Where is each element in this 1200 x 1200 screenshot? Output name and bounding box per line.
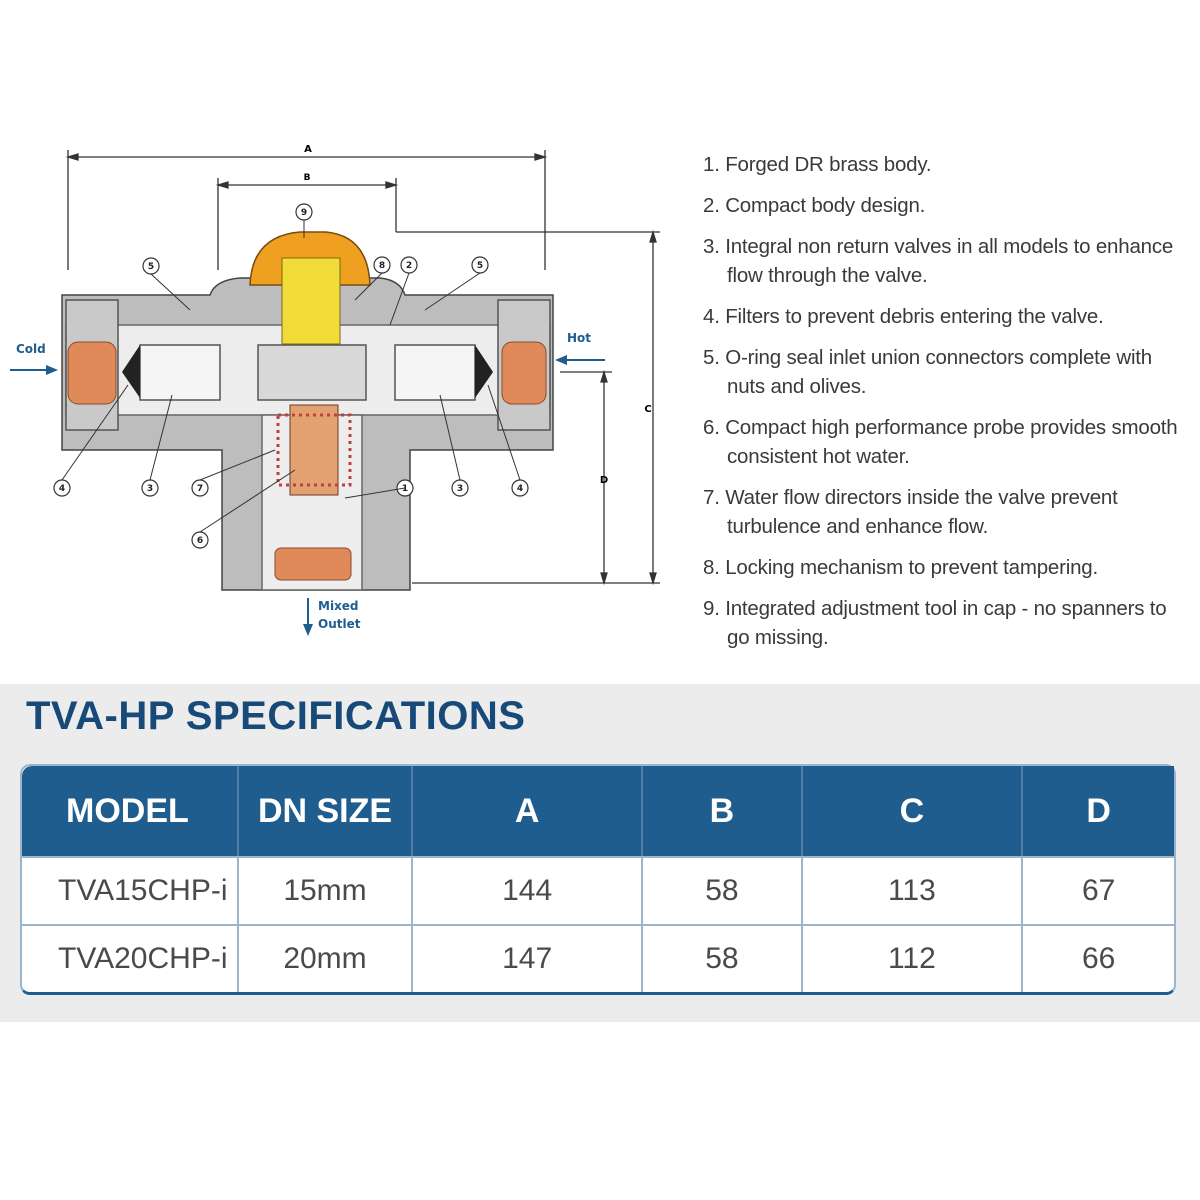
header-model: MODEL <box>22 766 239 856</box>
dimension-b <box>215 178 399 270</box>
feature-item: 6. Compact high performance probe provid… <box>703 416 1178 468</box>
callout-6: 6 <box>197 536 203 546</box>
callout-leaders <box>61 220 521 533</box>
feature-item: 8. Locking mechanism to prevent tamperin… <box>703 556 1098 579</box>
header-dn-size: DN SIZE <box>239 766 413 856</box>
callout-numbers: 9 5 8 2 5 4 3 7 1 3 4 6 <box>59 208 523 546</box>
filter-left <box>122 345 140 398</box>
feature-item: 2. Compact body design. <box>703 194 926 217</box>
callout-8: 8 <box>379 261 385 271</box>
cell-d: 67 <box>1023 856 1174 924</box>
feature-item: 5. O-ring seal inlet union connectors co… <box>703 346 1153 398</box>
feature-list: 1. Forged DR brass body. 2. Compact body… <box>703 150 1193 664</box>
copper-inlet-right <box>501 341 547 405</box>
cell-c: 113 <box>802 856 1024 924</box>
cell-dn-size: 15mm <box>239 856 413 924</box>
callout-markers <box>53 203 529 549</box>
mixed-outlet-label-2: Outlet <box>318 617 361 631</box>
callout-9: 9 <box>301 208 307 218</box>
dimension-label-b: B <box>304 173 311 183</box>
dimension-label-d: D <box>600 475 608 486</box>
feature-item: 3. Integral non return valves in all mod… <box>703 235 1174 287</box>
cell-b: 58 <box>643 924 803 992</box>
probe <box>289 404 339 496</box>
header-c: C <box>802 766 1024 856</box>
flow-arrows <box>10 355 605 636</box>
dimension-d <box>560 369 612 586</box>
cold-label: Cold <box>16 342 46 356</box>
callout-1: 1 <box>402 484 408 494</box>
specs-title: TVA-HP SPECIFICATIONS <box>26 694 526 738</box>
callout-4-left: 4 <box>59 484 65 494</box>
valve-cross-section-diagram: A B C D <box>10 144 660 636</box>
cell-model: TVA20CHP-i <box>22 924 239 992</box>
filter-right <box>475 345 493 398</box>
callout-5-right: 5 <box>477 261 483 271</box>
header-a: A <box>413 766 644 856</box>
cell-c: 112 <box>802 924 1024 992</box>
callout-4-right: 4 <box>517 484 523 494</box>
table-row: TVA15CHP-i 15mm 144 58 113 67 <box>22 856 1174 924</box>
dimension-label-a: A <box>304 144 312 155</box>
cell-model: TVA15CHP-i <box>22 856 239 924</box>
feature-item: 9. Integrated adjustment tool in cap - n… <box>703 597 1167 649</box>
copper-outlet <box>274 547 352 581</box>
cell-d: 66 <box>1023 924 1174 992</box>
cell-b: 58 <box>643 856 803 924</box>
specs-header-row: MODEL DN SIZE A B C D <box>22 766 1174 856</box>
dimension-label-c: C <box>644 404 651 415</box>
cell-dn-size: 20mm <box>239 924 413 992</box>
probe-spring <box>276 413 352 487</box>
dimension-a <box>65 150 548 270</box>
cell-a: 147 <box>413 924 644 992</box>
feature-item: 7. Water flow directors inside the valve… <box>703 486 1118 538</box>
callout-7: 7 <box>197 484 203 494</box>
cell-a: 144 <box>413 856 644 924</box>
table-row: TVA20CHP-i 20mm 147 58 112 66 <box>22 924 1174 992</box>
header-b: B <box>643 766 803 856</box>
hot-label: Hot <box>567 331 591 345</box>
copper-inlet-left <box>67 341 117 405</box>
specs-table: MODEL DN SIZE A B C D TVA15CHP-i 15mm 14… <box>20 764 1176 995</box>
feature-item: 1. Forged DR brass body. <box>703 153 932 176</box>
callout-3-right: 3 <box>457 484 463 494</box>
callout-3-left: 3 <box>147 484 153 494</box>
callout-5-left: 5 <box>148 262 154 272</box>
feature-item: 4. Filters to prevent debris entering th… <box>703 305 1104 328</box>
mixed-outlet-label-1: Mixed <box>318 599 359 613</box>
dimension-c <box>396 229 660 586</box>
header-d: D <box>1023 766 1174 856</box>
cap-insert <box>281 257 341 345</box>
callout-2: 2 <box>406 261 412 271</box>
